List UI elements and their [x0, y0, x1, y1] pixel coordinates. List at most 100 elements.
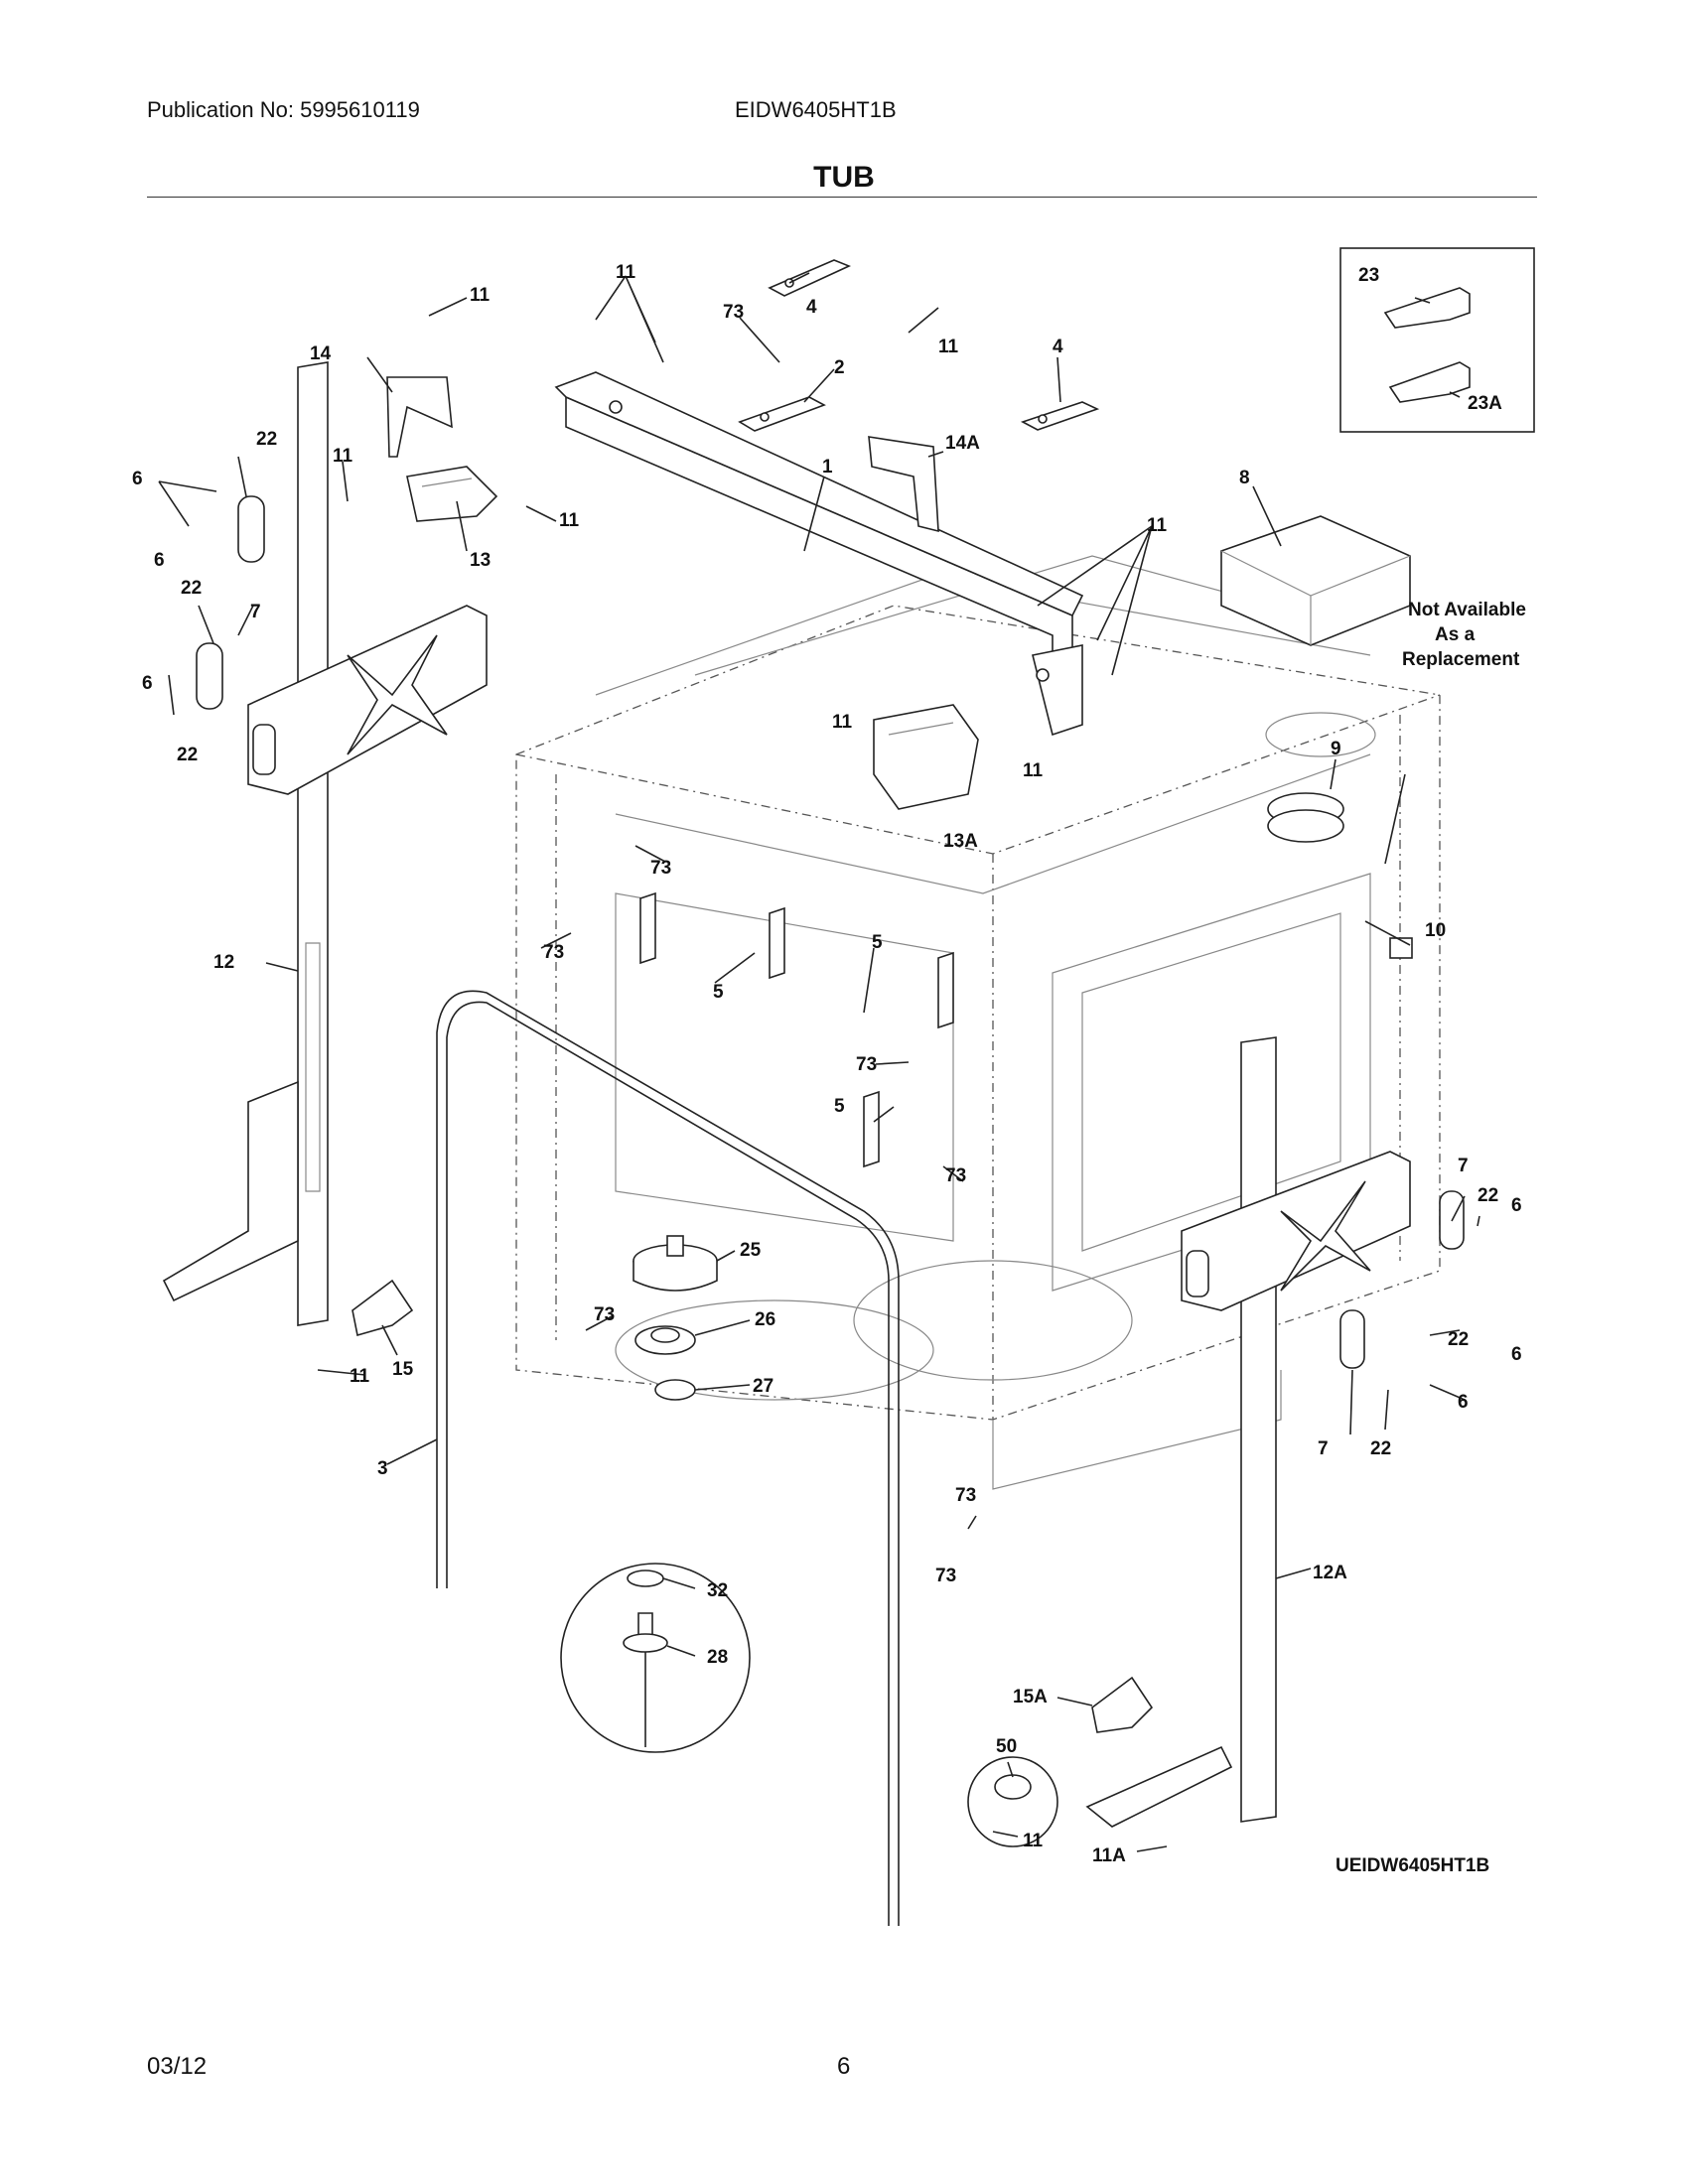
side-rail-part-12A: [1240, 1036, 1277, 1823]
publication-number: Publication No: 5995610119: [147, 97, 420, 122]
not-available-note-line-3: Replacement: [1402, 649, 1520, 670]
callout-73: 73: [856, 1054, 877, 1075]
callout-11: 11: [350, 1366, 370, 1387]
callout-6: 6: [1511, 1344, 1522, 1365]
callout-7: 7: [1318, 1438, 1329, 1459]
sump-part-26: [634, 1325, 696, 1355]
callout-11: 11: [1023, 1831, 1044, 1851]
bracket-part-4-right: [1020, 401, 1100, 431]
callout-5: 5: [872, 932, 883, 953]
callout-23A: 23A: [1468, 393, 1502, 414]
callout-6: 6: [142, 673, 153, 694]
callout-73: 73: [935, 1566, 956, 1586]
callout-25: 25: [740, 1240, 762, 1261]
callout-22: 22: [1448, 1329, 1469, 1350]
callout-73: 73: [945, 1165, 966, 1186]
door-gasket-part-3: [436, 990, 900, 1926]
callout-11: 11: [938, 337, 959, 357]
callout-8: 8: [1239, 468, 1250, 488]
callout-12: 12: [213, 952, 234, 973]
callout-2: 2: [834, 357, 845, 378]
callout-22: 22: [1370, 1438, 1391, 1459]
callout-5: 5: [713, 982, 724, 1003]
clip-part-50: [967, 1756, 1058, 1847]
callout-5: 5: [834, 1096, 845, 1117]
callout-1: 1: [822, 457, 833, 478]
callout-6: 6: [132, 469, 143, 489]
callout-6: 6: [1458, 1392, 1469, 1413]
callout-73: 73: [594, 1304, 615, 1325]
callout-32: 32: [707, 1580, 728, 1601]
hinge-cam-part-15: [352, 1279, 414, 1337]
callout-10: 10: [1425, 920, 1446, 941]
callout-13: 13: [470, 550, 491, 571]
callout-11A: 11A: [1092, 1845, 1126, 1866]
leader-lines: [158, 272, 1480, 1852]
seal-part-27: [654, 1379, 696, 1401]
hinge-arms-part-5: [639, 891, 954, 1168]
callout-4: 4: [1053, 337, 1063, 357]
callout-6: 6: [154, 550, 165, 571]
control-box-part-8: [1220, 515, 1411, 646]
callout-15A: 15A: [1013, 1687, 1048, 1707]
callout-14A: 14A: [945, 433, 980, 454]
callout-26: 26: [755, 1309, 775, 1330]
detail-circle-lower: [560, 1563, 751, 1753]
bracket-left-lower: [162, 1080, 299, 1302]
callout-23: 23: [1358, 265, 1379, 286]
oval-part-7-right-b: [1339, 1309, 1365, 1369]
callout-14: 14: [310, 343, 332, 364]
page-number: 6: [837, 2053, 851, 2080]
mounting-plate-left: [247, 605, 488, 795]
page-title: TUB: [813, 161, 875, 194]
callout-labels: 11 11 73 4 11 4 2 14 14A 1 13 11 11 22 6…: [132, 262, 1526, 1876]
hinge-block-part-13: [406, 466, 498, 522]
side-rail-part-12: [297, 361, 329, 1326]
callout-22: 22: [177, 745, 198, 765]
bracket-part-14A: [868, 436, 939, 533]
callout-22: 22: [181, 578, 202, 599]
not-available-note-line-2: As a: [1435, 624, 1476, 645]
callout-50: 50: [996, 1736, 1017, 1757]
callout-11: 11: [559, 510, 580, 531]
bracket-part-14: [386, 376, 453, 458]
hinge-block-part-13A: [873, 704, 979, 810]
model-number: EIDW6405HT1B: [735, 97, 897, 122]
callout-11: 11: [470, 285, 491, 306]
top-rail-part-1: [554, 371, 1084, 737]
callout-73: 73: [723, 302, 744, 323]
bracket-part-4-top: [768, 259, 852, 297]
callout-7: 7: [250, 602, 261, 622]
callout-15: 15: [392, 1359, 414, 1380]
callout-73: 73: [650, 858, 671, 879]
drawing-code: UEIDW6405HT1B: [1336, 1855, 1489, 1876]
bracket-right-lower: [1085, 1745, 1233, 1828]
callout-11: 11: [333, 446, 353, 467]
callout-4: 4: [806, 297, 817, 318]
callout-11: 11: [832, 712, 853, 733]
callout-13A: 13A: [943, 831, 978, 852]
bracket-part-2: [738, 396, 826, 432]
callout-22: 22: [1477, 1185, 1498, 1206]
callout-28: 28: [707, 1647, 728, 1668]
mounting-plate-right: [1181, 1151, 1411, 1311]
not-available-note-line-1: Not Available: [1408, 600, 1526, 620]
sump-part-25: [633, 1235, 718, 1292]
callout-73: 73: [543, 942, 564, 963]
oval-part-7-left-b: [196, 642, 223, 710]
callout-11: 11: [616, 262, 636, 283]
callout-6: 6: [1511, 1195, 1522, 1216]
revision-date: 03/12: [147, 2053, 208, 2080]
callout-11: 11: [1147, 515, 1168, 536]
hinge-cam-part-15A: [1091, 1676, 1154, 1733]
callout-27: 27: [753, 1376, 774, 1397]
callout-11: 11: [1023, 760, 1044, 781]
callout-12A: 12A: [1313, 1563, 1347, 1583]
callout-3: 3: [377, 1458, 388, 1479]
callout-22: 22: [256, 429, 277, 450]
fill-ring-part-9: [1267, 792, 1344, 843]
oval-part-7-left-a: [237, 495, 265, 563]
callout-73: 73: [955, 1485, 976, 1506]
callout-9: 9: [1331, 739, 1341, 759]
